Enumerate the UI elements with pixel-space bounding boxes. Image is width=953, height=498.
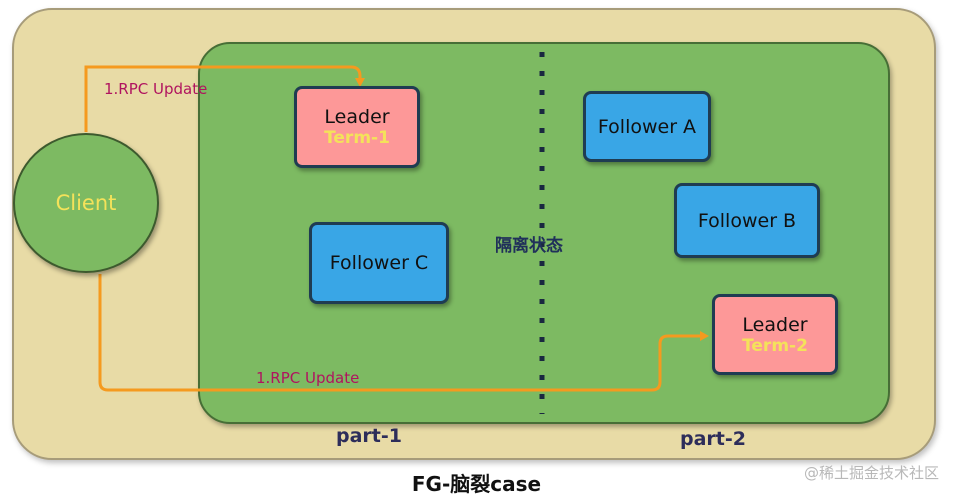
term1-label: Term-1 xyxy=(324,128,390,148)
rpc-update-label-top: 1.RPC Update xyxy=(104,80,208,98)
follower-a-node: Follower A xyxy=(583,91,711,162)
follower-c-node: Follower C xyxy=(309,222,449,304)
follower-c-label: Follower C xyxy=(329,252,429,274)
leader-term2-label: Leader xyxy=(742,313,808,336)
leader-term1-node: Leader Term-1 xyxy=(294,86,420,168)
isolation-label: 隔离状态 xyxy=(495,236,563,256)
diagram-caption: FG-脑裂case xyxy=(411,472,542,496)
rpc-arrow-to-leader-term1 xyxy=(84,65,365,132)
part-2-label: part-2 xyxy=(680,428,746,450)
part-1-label: part-1 xyxy=(336,425,402,447)
follower-a-label: Follower A xyxy=(597,115,697,138)
leader-term2-node: Leader Term-2 xyxy=(712,294,838,375)
watermark: @稀土掘金技术社区 xyxy=(803,464,939,482)
client-node: Client xyxy=(13,133,159,273)
follower-b-label: Follower B xyxy=(697,209,797,232)
client-label: Client xyxy=(55,191,117,215)
rpc-update-label-bottom: 1.RPC Update xyxy=(256,369,360,387)
term2-label: Term-2 xyxy=(742,335,808,356)
leader-term1-label: Leader xyxy=(324,106,390,128)
follower-b-node: Follower B xyxy=(674,183,820,258)
rpc-arrow-to-leader-term2 xyxy=(98,274,709,392)
